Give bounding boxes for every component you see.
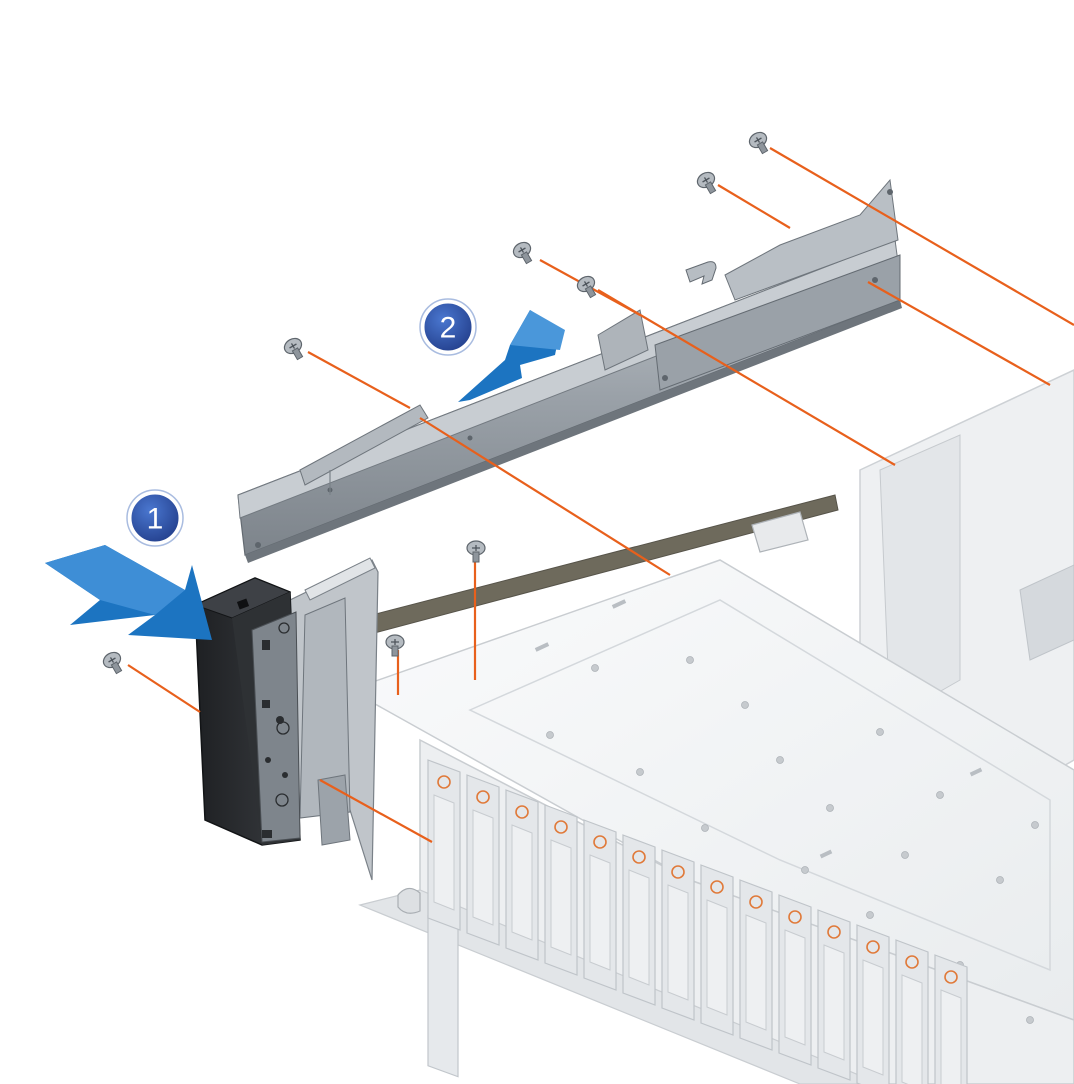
drive-bay <box>544 804 578 976</box>
drive-bay <box>700 864 734 1036</box>
screw-icon <box>466 540 486 563</box>
drive-latch-icon <box>905 955 919 969</box>
drive-latch-icon <box>710 880 724 894</box>
drive-bay <box>466 774 500 946</box>
rail-bracket <box>237 178 902 563</box>
drive-bay <box>739 879 773 1051</box>
drive-latch-icon <box>788 910 802 924</box>
drive-bay <box>505 789 539 961</box>
drive-bay <box>583 819 617 991</box>
drive-bay <box>622 834 656 1006</box>
cable-clip <box>751 511 809 553</box>
screws <box>102 131 769 675</box>
drive-latch-icon <box>515 805 529 819</box>
step-number-1: 1 <box>147 503 164 536</box>
drive-bay <box>817 909 851 1081</box>
drive-latch-icon <box>632 850 646 864</box>
control-panel-module <box>193 557 379 881</box>
drive-latch-icon <box>593 835 607 849</box>
drive-bay <box>856 924 890 1084</box>
drive-latch-icon <box>554 820 568 834</box>
screw-icon <box>283 337 304 361</box>
drive-bay-row <box>427 759 968 1084</box>
drive-bay <box>895 939 929 1084</box>
drive-bay <box>934 954 968 1084</box>
screw-icon <box>512 241 533 265</box>
step-badge-1: 1 <box>126 489 184 547</box>
screw-icon <box>385 634 405 657</box>
step-number-2: 2 <box>440 312 457 345</box>
server-chassis <box>348 369 1074 1084</box>
drive-latch-icon <box>476 790 490 804</box>
drive-latch-icon <box>944 970 958 984</box>
drive-latch-icon <box>827 925 841 939</box>
drive-latch-icon <box>671 865 685 879</box>
drive-latch-icon <box>866 940 880 954</box>
step-badge-2: 2 <box>419 298 477 356</box>
leader-lines <box>127 147 1074 843</box>
drive-bay <box>427 759 461 931</box>
screw-icon <box>696 171 717 195</box>
step-1-arrow <box>45 545 212 640</box>
drive-latch-icon <box>437 775 451 789</box>
drive-bay <box>778 894 812 1066</box>
screw-icon <box>576 275 597 299</box>
drive-bays <box>427 914 459 1078</box>
screw-icon <box>102 651 123 675</box>
step-2-arrow <box>458 310 565 402</box>
drive-latch-icon <box>749 895 763 909</box>
drive-bay <box>661 849 695 1021</box>
screw-icon <box>748 131 769 155</box>
